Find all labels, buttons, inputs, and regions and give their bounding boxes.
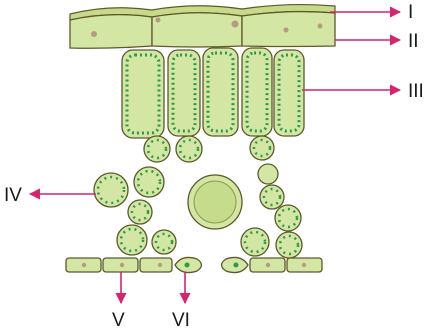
- nucleus-spot: [120, 263, 124, 267]
- spongy-cell: [258, 164, 278, 184]
- palisade-cell: [274, 50, 304, 136]
- lower-epidermis-cell: [140, 258, 172, 272]
- epidermis-cell: [242, 12, 335, 47]
- nucleus-spot: [266, 263, 270, 267]
- nucleus-spot: [232, 21, 239, 28]
- central-air-space-inner: [194, 181, 236, 223]
- epidermis-cell: [152, 13, 242, 47]
- label-II: II: [408, 31, 419, 52]
- label-V: V: [112, 310, 125, 331]
- label-VI: VI: [172, 310, 190, 331]
- guard-cells: [175, 257, 248, 272]
- nucleus-spot: [302, 263, 306, 267]
- label-IV: IV: [4, 185, 22, 206]
- upper-epidermis: [70, 12, 335, 49]
- nucleus-spot: [318, 24, 323, 29]
- label-I: I: [408, 2, 413, 23]
- nucleus-spot: [91, 31, 97, 37]
- nucleus-spot: [156, 18, 161, 23]
- nucleus-spot: [158, 263, 162, 267]
- epidermis-cell: [70, 15, 152, 49]
- label-III: III: [408, 81, 424, 102]
- palisade-layer: [122, 48, 304, 138]
- nucleus-spot: [284, 28, 289, 33]
- nucleus-spot: [82, 263, 86, 267]
